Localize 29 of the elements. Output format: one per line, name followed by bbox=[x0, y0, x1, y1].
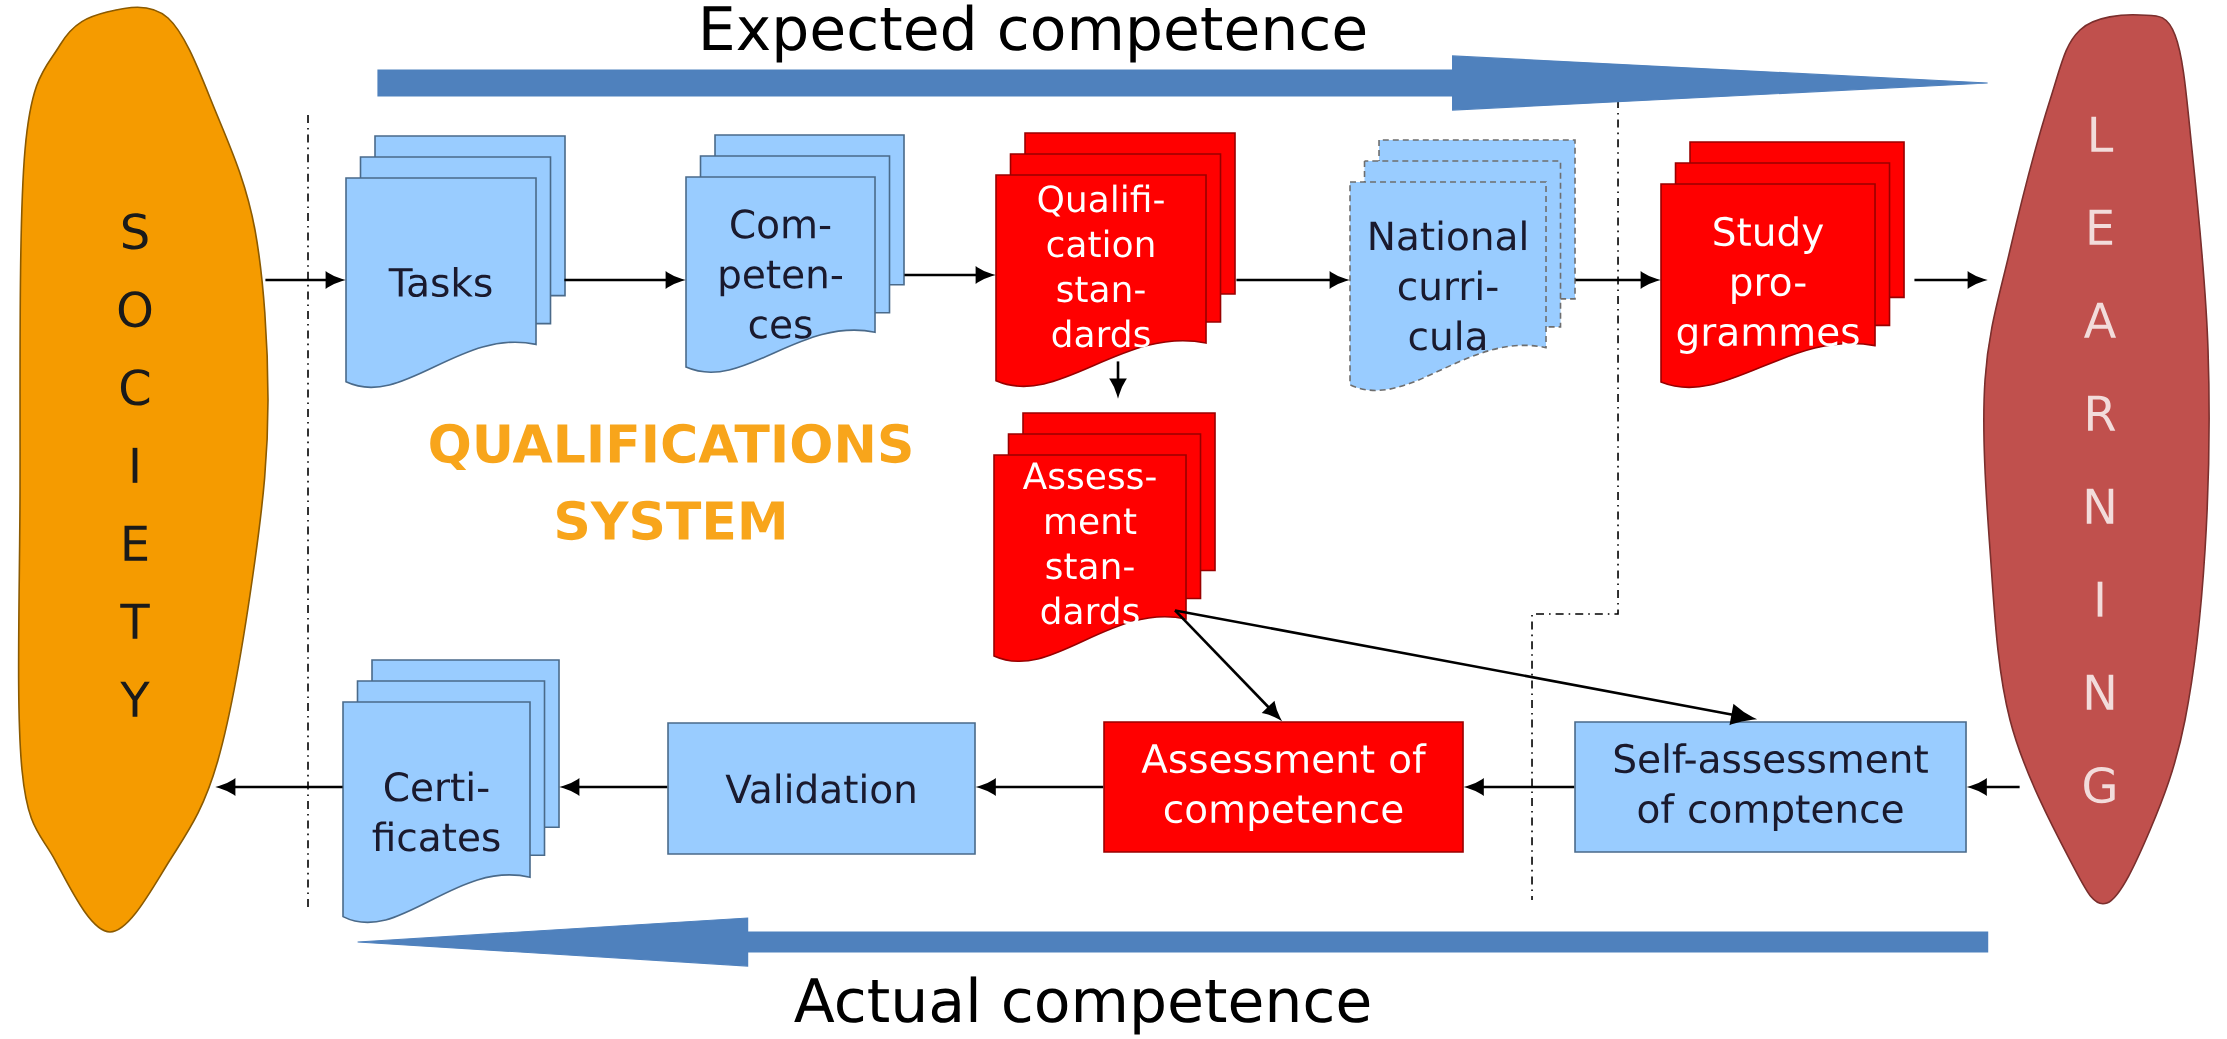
arrow bbox=[904, 267, 993, 283]
arrow bbox=[1970, 779, 2020, 795]
system-label: QUALIFICATIONS SYSTEM bbox=[430, 423, 911, 541]
document-stack: Assess- ment stan- dards bbox=[993, 412, 1216, 663]
arrow bbox=[562, 779, 668, 795]
arrow bbox=[1914, 272, 1985, 288]
arrow bbox=[1575, 272, 1658, 288]
arrow bbox=[564, 272, 683, 288]
arrow bbox=[265, 272, 343, 288]
flow-label: Expected competence bbox=[703, 4, 1366, 63]
arrow bbox=[979, 779, 1104, 795]
arrow bbox=[1236, 272, 1347, 288]
process-box: Validation bbox=[667, 722, 976, 855]
block-arrow bbox=[357, 917, 1989, 967]
arrow bbox=[1467, 779, 1575, 795]
process-box: Assessment of competence bbox=[1103, 721, 1464, 853]
document-stack: Tasks bbox=[345, 135, 566, 389]
arrow bbox=[1174, 609, 1281, 720]
document-stack: Study pro- grammes bbox=[1660, 141, 1905, 389]
document-stack: Certi- ficates bbox=[342, 659, 560, 924]
document-stack: Com- peten- ces bbox=[685, 134, 905, 373]
process-box: Self-assessment of comptence bbox=[1574, 721, 1967, 853]
arrow bbox=[1110, 361, 1126, 396]
arrow bbox=[1174, 609, 1754, 725]
document-stack: National curri- cula bbox=[1349, 139, 1576, 392]
block-arrow bbox=[377, 55, 1989, 111]
document-stack: Qualifi- cation stan- dards bbox=[995, 132, 1236, 388]
arrow bbox=[218, 779, 343, 795]
flow-label: Actual competence bbox=[794, 976, 1370, 1035]
